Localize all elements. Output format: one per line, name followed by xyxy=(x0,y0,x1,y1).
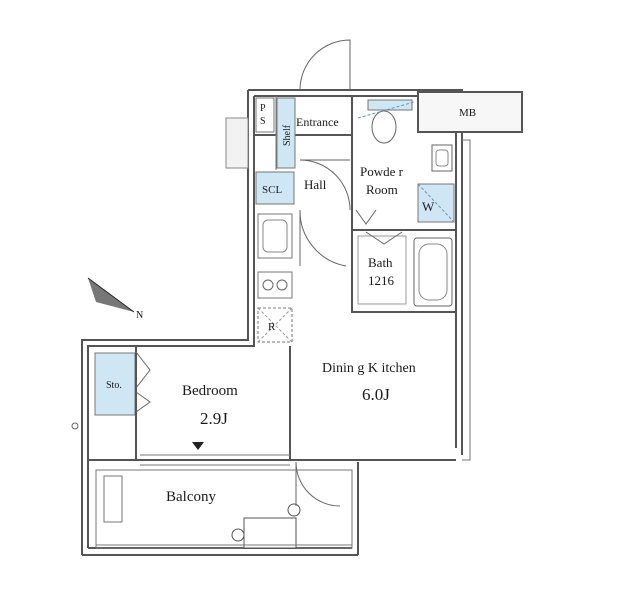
powder-room-label-1: Powde r xyxy=(360,164,404,179)
hall-label: Hall xyxy=(304,177,327,192)
storage-label: Sto. xyxy=(106,380,122,391)
bathtub xyxy=(413,237,453,307)
room-labels: P S Shelf Entrance MB SCL Hall Powde r R… xyxy=(106,103,476,505)
washer-box xyxy=(417,183,455,223)
refrigerator-label: R xyxy=(268,321,276,333)
dining-kitchen-size: 6.0J xyxy=(362,385,390,404)
entrance-label: Entrance xyxy=(296,115,339,129)
wash-basin xyxy=(431,144,453,172)
powder-room-label-2: Room xyxy=(366,182,398,197)
ps-label-p: P xyxy=(260,103,266,114)
washer-label: W xyxy=(422,199,435,214)
scl-label: SCL xyxy=(262,184,282,196)
ps-label-s: S xyxy=(260,116,266,127)
bedroom-size: 2.9J xyxy=(200,409,228,428)
dining-kitchen-label: Dinin g K itchen xyxy=(322,361,416,376)
kitchen-sink xyxy=(257,213,293,259)
refrigerator-box xyxy=(257,307,293,343)
bath-label: Bath xyxy=(368,255,393,270)
shelf-box xyxy=(276,97,296,169)
bedroom-label: Bedroom xyxy=(182,383,238,399)
bath-size-label: 1216 xyxy=(368,273,395,288)
stove xyxy=(257,271,293,299)
compass-rose: N xyxy=(87,277,143,321)
toilet-bowl xyxy=(371,110,397,144)
ps-box xyxy=(255,97,275,133)
balcony-label: Balcony xyxy=(166,489,216,505)
compass-north-label: N xyxy=(136,310,143,321)
mb-label: MB xyxy=(459,107,476,119)
mb-box xyxy=(417,91,523,133)
interior-walls xyxy=(88,96,456,466)
shelf-label: Shelf xyxy=(282,124,293,146)
fixtures xyxy=(255,97,455,343)
scl-box xyxy=(255,171,295,205)
balcony-area xyxy=(71,422,353,549)
toilet-tank xyxy=(367,99,413,111)
